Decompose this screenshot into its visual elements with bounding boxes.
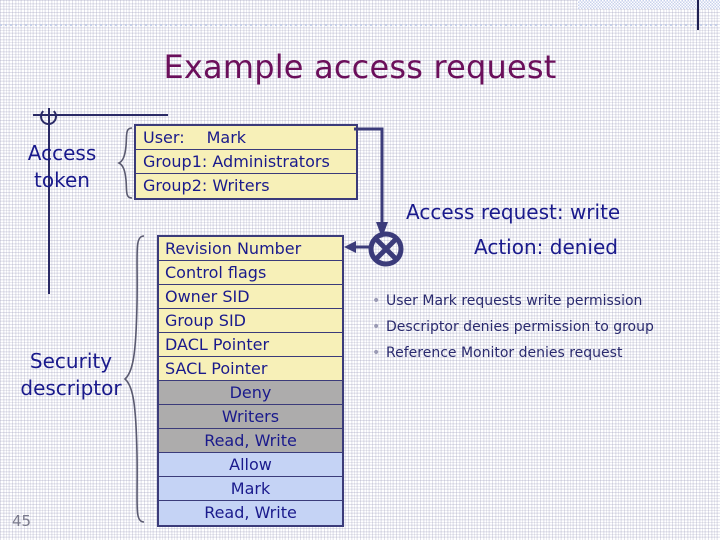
spine-vertical-line bbox=[48, 108, 50, 294]
table-row: Group SID bbox=[159, 309, 342, 333]
table-row: Read, Write bbox=[159, 429, 342, 453]
bullet-glyph: • bbox=[372, 345, 381, 361]
token-row-key: Group2: bbox=[143, 176, 208, 195]
table-row: Read, Write bbox=[159, 501, 342, 525]
token-row: Group1: Administrators bbox=[136, 150, 356, 174]
right-vertical-rule bbox=[697, 0, 699, 30]
list-item-text: Reference Monitor denies request bbox=[386, 345, 623, 361]
token-row-key: User: bbox=[143, 128, 185, 147]
action-result-line: Action: denied bbox=[474, 235, 618, 259]
token-row-key: Group1: bbox=[143, 152, 208, 171]
list-item: • Descriptor denies permission to group bbox=[368, 314, 708, 340]
security-descriptor-label-line2: descriptor bbox=[20, 376, 122, 400]
access-token-label-line2: token bbox=[34, 168, 90, 192]
table-row: Revision Number bbox=[159, 237, 342, 261]
table-row: SACL Pointer bbox=[159, 357, 342, 381]
explanation-bullet-list: • User Mark requests write permission • … bbox=[368, 288, 708, 366]
token-row-value: Writers bbox=[212, 176, 270, 195]
spine-horizontal-line bbox=[33, 114, 168, 116]
top-decoration-band bbox=[578, 0, 720, 9]
bullet-glyph: • bbox=[372, 293, 381, 309]
table-row: Writers bbox=[159, 405, 342, 429]
table-row: Deny bbox=[159, 381, 342, 405]
token-row-value: Mark bbox=[206, 128, 247, 147]
security-descriptor-label-line1: Security bbox=[29, 349, 113, 373]
token-row-value: Administrators bbox=[212, 152, 330, 171]
security-descriptor-label: Security descriptor bbox=[0, 348, 142, 402]
top-decoration-rule bbox=[0, 24, 720, 26]
table-row: Mark bbox=[159, 477, 342, 501]
token-row: Group2: Writers bbox=[136, 174, 356, 198]
token-row: User: Mark bbox=[136, 126, 356, 150]
access-token-box: User: Mark Group1: Administrators Group2:… bbox=[134, 124, 358, 200]
access-token-label: Access token bbox=[0, 140, 124, 194]
table-row: Control flags bbox=[159, 261, 342, 285]
list-item-text: Descriptor denies permission to group bbox=[386, 319, 654, 335]
bullet-glyph: • bbox=[372, 319, 381, 335]
reference-monitor-circled-x-icon bbox=[364, 228, 408, 268]
table-row: DACL Pointer bbox=[159, 333, 342, 357]
page-title: Example access request bbox=[163, 48, 557, 86]
table-row: Allow bbox=[159, 453, 342, 477]
access-request-line: Access request: write bbox=[406, 200, 621, 224]
security-descriptor-table: Revision Number Control flags Owner SID … bbox=[157, 235, 344, 527]
page-number: 45 bbox=[12, 512, 32, 530]
list-item: • Reference Monitor denies request bbox=[368, 340, 708, 366]
access-token-label-line1: Access bbox=[27, 141, 97, 165]
list-item: • User Mark requests write permission bbox=[368, 288, 708, 314]
table-row: Owner SID bbox=[159, 285, 342, 309]
list-item-text: User Mark requests write permission bbox=[386, 293, 643, 309]
spine-circle-icon bbox=[40, 108, 57, 125]
